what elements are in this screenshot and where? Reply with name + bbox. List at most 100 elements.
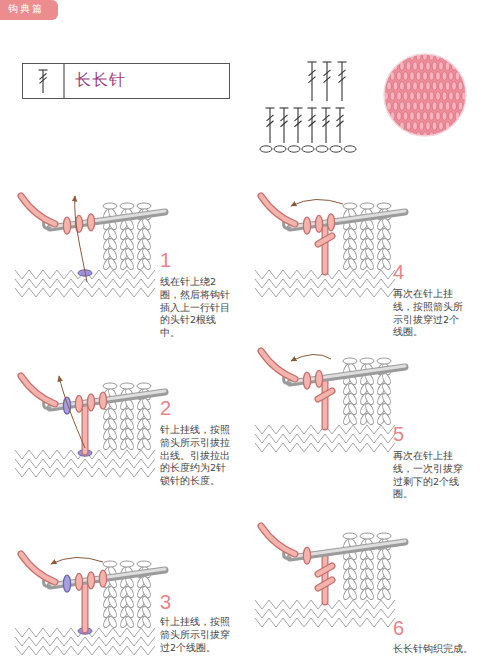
- working-yarn: [261, 196, 295, 224]
- photo-stitch: [397, 112, 402, 120]
- photo-stitch: [436, 112, 441, 120]
- treble-top: [39, 69, 48, 70]
- fabric-stitch: [29, 450, 43, 459]
- treble-top: [308, 107, 317, 108]
- treble-stem: [326, 62, 327, 101]
- stitch-post: [381, 257, 392, 270]
- fabric-stitch: [381, 270, 395, 279]
- fabric-stitch: [57, 288, 71, 297]
- fabric-stitch: [325, 434, 339, 443]
- fabric-stitch: [269, 434, 283, 443]
- fabric-stitch: [367, 443, 381, 452]
- photo-stitch: [406, 122, 411, 130]
- fabric-stitch: [141, 270, 155, 279]
- treble-stem: [341, 62, 342, 101]
- photo-stitch: [406, 62, 411, 70]
- photo-stitch: [458, 122, 463, 130]
- photo-stitch: [393, 82, 398, 90]
- fabric-stitch: [15, 279, 29, 288]
- stitch-post: [364, 587, 375, 600]
- photo-stitch: [426, 102, 431, 110]
- photo-stitch: [439, 122, 444, 130]
- fabric-stitch: [113, 468, 127, 477]
- stitch-post: [381, 412, 392, 425]
- hook-loop: [63, 217, 70, 234]
- fabric-stitch: [381, 609, 395, 618]
- photo-stitch: [403, 72, 408, 80]
- chain-symbol: [288, 146, 300, 152]
- stitch-top: [360, 358, 374, 364]
- photo-stitch: [423, 72, 428, 80]
- chain-symbol: [302, 146, 314, 152]
- fabric-stitch: [141, 646, 155, 655]
- photo-stitch: [439, 62, 444, 70]
- fabric-stitch: [283, 618, 297, 627]
- photo-stitch: [426, 82, 431, 90]
- fabric-stitch: [15, 450, 29, 459]
- photo-stitch: [419, 62, 424, 70]
- treble-top: [323, 61, 332, 62]
- fabric-stitch: [71, 279, 85, 288]
- stitch-post: [141, 615, 152, 628]
- fabric-stitch: [99, 270, 113, 279]
- photo-stitch: [423, 52, 428, 60]
- hook-loop: [75, 573, 82, 590]
- photo-stitch: [413, 62, 418, 70]
- photo-stitch: [403, 132, 408, 140]
- treble-slash: [309, 115, 316, 121]
- stitch-top: [377, 533, 391, 539]
- working-yarn: [21, 376, 55, 404]
- fabric-stitch: [255, 434, 269, 443]
- photo-stitch: [429, 72, 434, 80]
- fabric-stitch: [141, 279, 155, 288]
- fabric-stitch: [297, 618, 311, 627]
- step-number: 4: [393, 262, 404, 282]
- fabric-stitch: [367, 270, 381, 279]
- working-yarn: [261, 526, 295, 554]
- fabric-stitch: [71, 468, 85, 477]
- working-yarn: [261, 526, 295, 554]
- fabric-stitch: [141, 288, 155, 297]
- fabric-stitch: [113, 637, 127, 646]
- fabric-stitch: [269, 279, 283, 288]
- hook-loop: [99, 570, 106, 587]
- photo-rim: [384, 54, 466, 136]
- fabric-stitch: [381, 600, 395, 609]
- treble-stem: [42, 70, 43, 93]
- stitch-top: [360, 203, 374, 209]
- step-number: 1: [160, 250, 171, 270]
- step-text: 再次在针上挂线，按照箭头所示引拔穿过2个线圈。: [393, 288, 467, 339]
- treble-top: [322, 107, 331, 108]
- photo-stitch: [436, 92, 441, 100]
- chain-symbol: [316, 146, 328, 152]
- working-yarn: [21, 196, 55, 224]
- stitch-top: [120, 383, 134, 389]
- photo-stitch: [423, 92, 428, 100]
- fabric-stitch: [283, 270, 297, 279]
- photo-stitch: [468, 132, 473, 140]
- step-text: 针上挂线，按照箭头所示引拔拉出线。引拔拉出的长度约为2针锁针的长度。: [160, 424, 232, 488]
- treble-top: [336, 107, 345, 108]
- fabric-stitch: [269, 443, 283, 452]
- photo-stitch: [455, 52, 460, 60]
- fabric-stitch: [353, 434, 367, 443]
- fabric-stitch: [71, 637, 85, 646]
- photo-stitch: [432, 122, 437, 130]
- photo-stitch: [413, 102, 418, 110]
- fabric-stitch: [255, 609, 269, 618]
- treble-stem: [339, 108, 340, 143]
- photo-stitch: [416, 72, 421, 80]
- fabric-stitch: [43, 637, 57, 646]
- fabric-stitch: [255, 279, 269, 288]
- working-yarn: [261, 351, 295, 379]
- fabric-stitch: [283, 600, 297, 609]
- stitch-post: [141, 257, 152, 270]
- new-stitch: [82, 404, 89, 452]
- fabric-stitch: [127, 628, 141, 637]
- photo-stitch: [449, 72, 454, 80]
- fabric-stitch: [29, 459, 43, 468]
- new-stitch: [82, 582, 89, 630]
- step-illustration: [255, 196, 405, 297]
- treble-slash: [339, 70, 346, 76]
